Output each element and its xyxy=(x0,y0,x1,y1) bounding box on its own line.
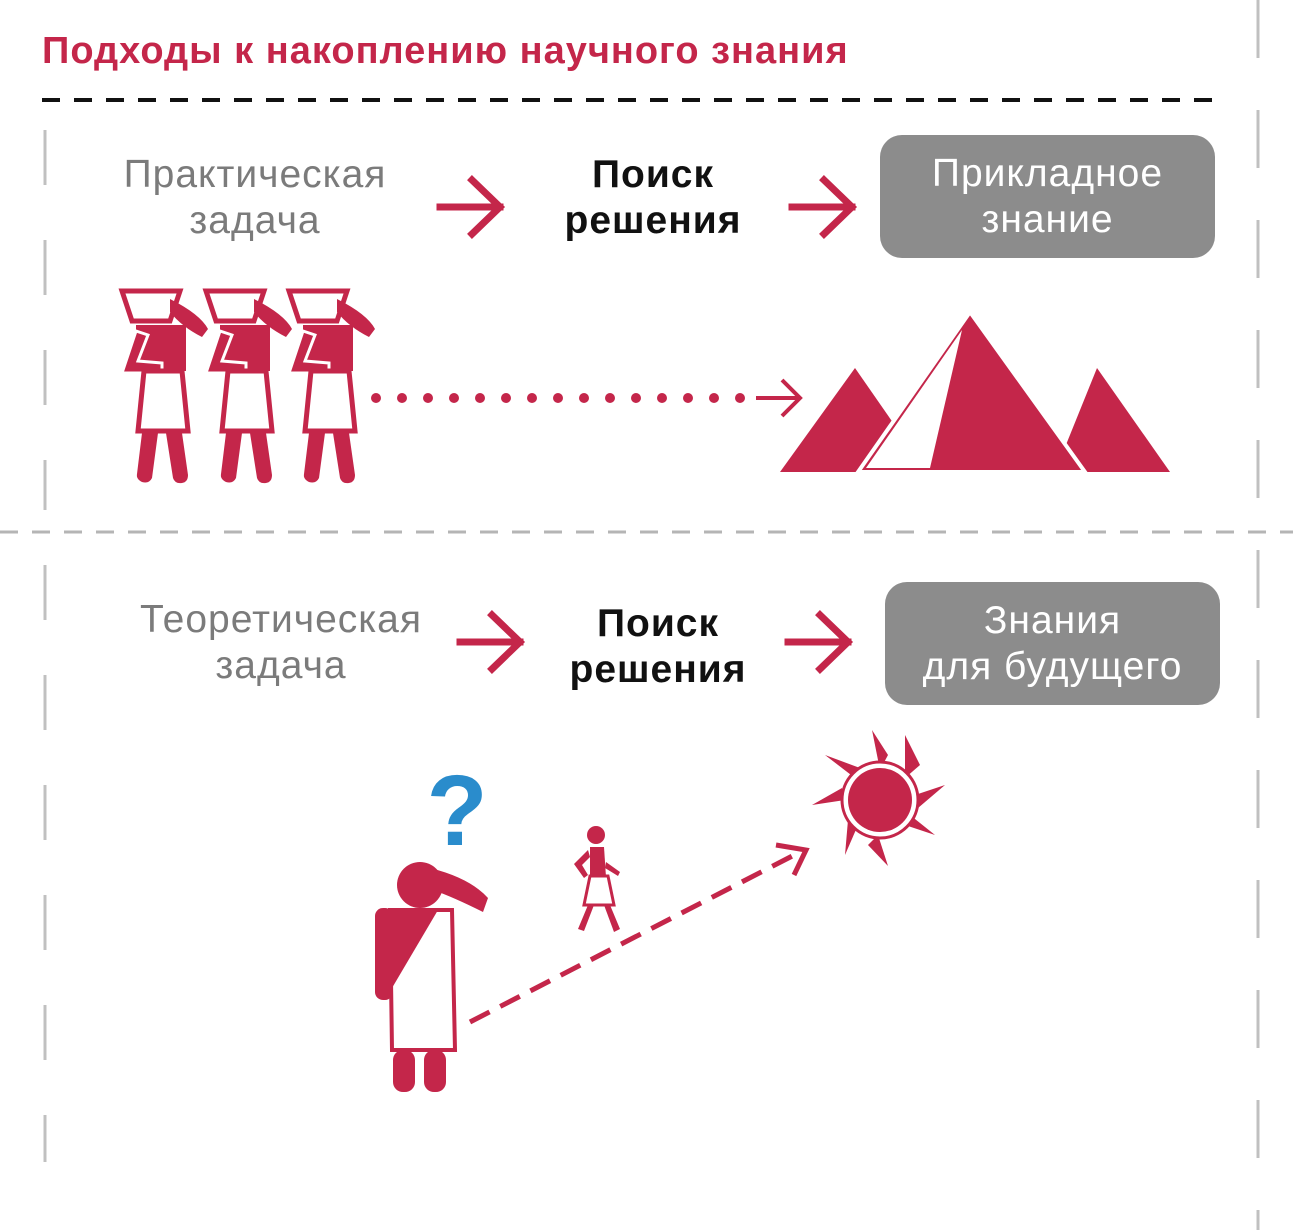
theoretical-task-line1: Теоретическая xyxy=(140,598,422,641)
pyramids-icon xyxy=(780,308,1170,474)
dotted-arrow xyxy=(371,378,803,418)
practical-task-line1: Практическая xyxy=(123,153,387,196)
practical-search-label: Поиск решения xyxy=(530,152,776,244)
arrow-right-icon xyxy=(456,610,526,674)
theoretical-search-line2: решения xyxy=(569,648,747,691)
thinker-figure-icon xyxy=(375,862,488,1092)
practical-search-line1: Поиск xyxy=(591,153,715,196)
theoretical-result-line1: Знания xyxy=(983,598,1122,642)
practical-result-line1: Прикладное xyxy=(931,151,1164,195)
applied-knowledge-box: Прикладное знание xyxy=(880,135,1215,258)
theoretical-result-line2: для будущего xyxy=(922,644,1183,688)
practical-task-label: Практическая задача xyxy=(80,152,430,244)
worker-figure-icon xyxy=(289,291,375,483)
arrow-right-icon xyxy=(784,610,854,674)
theoretical-search-label: Поиск решения xyxy=(535,601,781,693)
arrow-right-icon xyxy=(436,175,506,239)
theoretical-task-line2: задача xyxy=(215,644,347,687)
practical-search-line2: решения xyxy=(564,199,742,242)
dashed-arrow xyxy=(468,842,810,1025)
arrow-right-icon xyxy=(788,175,858,239)
sun-icon xyxy=(812,730,945,866)
page-title: Подходы к накоплению научного знания xyxy=(42,30,849,72)
theoretical-task-label: Теоретическая задача xyxy=(100,597,462,689)
future-knowledge-box: Знания для будущего xyxy=(885,582,1220,705)
worker-figure-icon xyxy=(206,291,292,483)
theoretical-search-line1: Поиск xyxy=(596,602,720,645)
practical-task-line2: задача xyxy=(189,199,321,242)
practical-result-line2: знание xyxy=(981,197,1114,241)
worker-figure-icon xyxy=(122,291,208,483)
walking-figure-icon xyxy=(574,826,620,932)
question-mark-icon: ? xyxy=(426,755,487,867)
